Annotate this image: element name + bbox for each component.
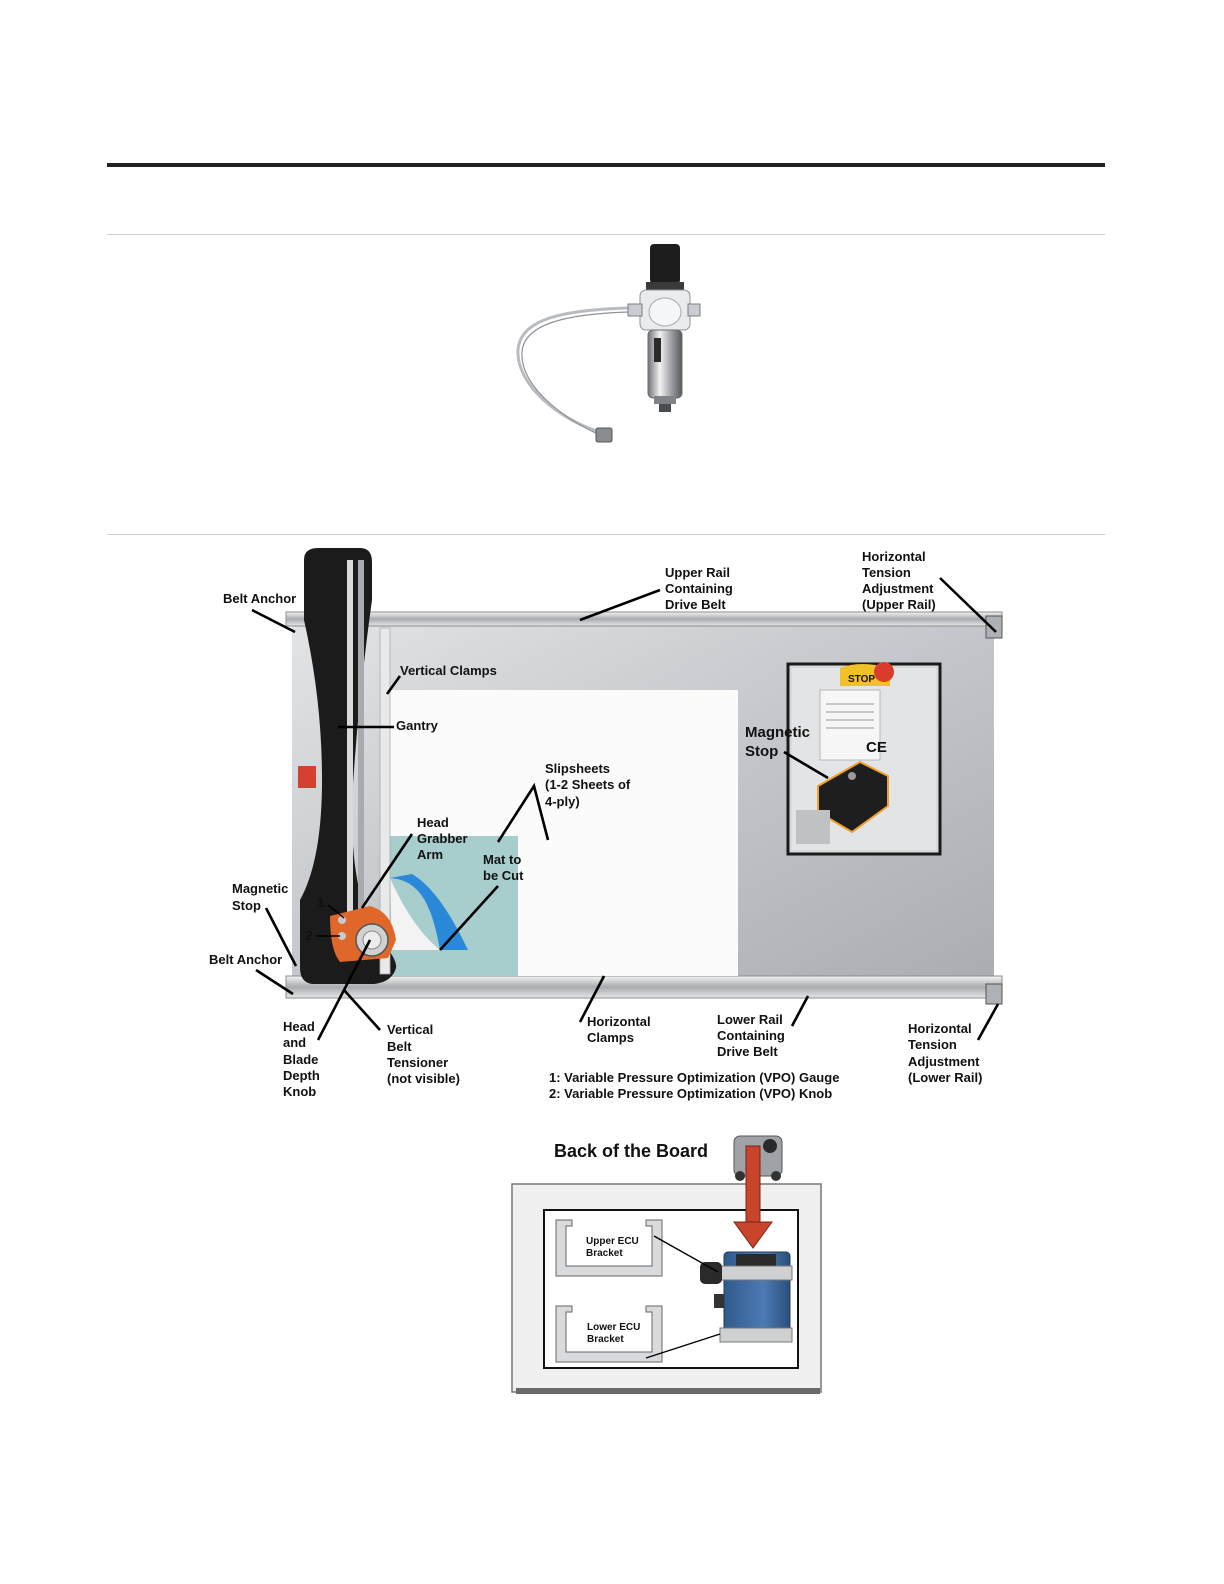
label-head-blade-5: Knob xyxy=(283,1084,316,1099)
label-htension-lower-4: (Lower Rail) xyxy=(908,1070,982,1085)
label-horizontal-clamps-1: Horizontal xyxy=(587,1014,651,1029)
label-belt-anchor-bottom: Belt Anchor xyxy=(209,952,282,967)
install-arrow xyxy=(745,1145,761,1227)
board-callouts: Belt Anchor Upper Rail Containing Drive … xyxy=(209,549,1000,1101)
label-upper-ecu-1: Upper ECU xyxy=(586,1236,639,1247)
label-vertical-belt-2: Belt xyxy=(387,1039,412,1054)
label-upper-rail-3: Drive Belt xyxy=(665,597,726,612)
label-upper-rail-1: Upper Rail xyxy=(665,565,730,580)
label-htension-lower-2: Tension xyxy=(908,1037,957,1052)
label-head-blade-4: Depth xyxy=(283,1068,320,1083)
label-head-blade-2: and xyxy=(283,1035,306,1050)
mat-curl xyxy=(390,874,468,950)
legend-vpo-gauge: 1: Variable Pressure Optimization (VPO) … xyxy=(549,1070,839,1085)
label-slipsheets-3: 4-ply) xyxy=(545,794,580,809)
upper-rail xyxy=(285,611,1003,627)
label-head-grabber-3: Arm xyxy=(417,847,443,862)
upper-ecu-bracket xyxy=(555,1219,663,1277)
cutting-board-figure: STOP CE xyxy=(285,548,1003,1005)
back-of-board-title: Back of the Board xyxy=(554,1141,708,1161)
section-divider-2 xyxy=(107,534,1105,535)
lower-rail xyxy=(285,975,1003,999)
label-lower-rail-1: Lower Rail xyxy=(717,1012,783,1027)
label-magnetic-stop-left-1: Magnetic xyxy=(232,881,288,896)
label-mat-to-cut-1: Mat to xyxy=(483,852,521,867)
label-slipsheets-2: (1-2 Sheets of xyxy=(545,777,631,792)
header-rule xyxy=(107,163,1105,167)
label-head-grabber-2: Grabber xyxy=(417,831,468,846)
label-htension-upper-3: Adjustment xyxy=(862,581,934,596)
label-head-blade-1: Head xyxy=(283,1019,315,1034)
label-vertical-belt-3: Tensioner xyxy=(387,1055,448,1070)
label-lower-rail-2: Containing xyxy=(717,1028,785,1043)
label-htension-upper-1: Horizontal xyxy=(862,549,926,564)
label-htension-lower-3: Adjustment xyxy=(908,1054,980,1069)
section-divider-1 xyxy=(107,234,1105,235)
inset-stop-text: STOP xyxy=(848,674,875,685)
label-vertical-belt-1: Vertical xyxy=(387,1022,433,1037)
magnetic-stop-inset-photo: STOP CE xyxy=(786,662,942,856)
mat-to-be-cut xyxy=(388,836,518,976)
label-htension-upper-2: Tension xyxy=(862,565,911,580)
label-mat-to-cut-2: be Cut xyxy=(483,868,524,883)
label-lower-ecu-2: Bracket xyxy=(587,1334,624,1345)
inset-ce-mark: CE xyxy=(866,739,887,756)
label-vertical-clamps: Vertical Clamps xyxy=(400,663,497,678)
label-lower-ecu-1: Lower ECU xyxy=(587,1322,640,1333)
label-magnetic-stop-inset-1: Magnetic xyxy=(745,724,810,741)
label-vertical-belt-4: (not visible) xyxy=(387,1071,460,1086)
label-lower-rail-3: Drive Belt xyxy=(717,1044,778,1059)
label-htension-lower-1: Horizontal xyxy=(908,1021,972,1036)
label-slipsheets-1: Slipsheets xyxy=(545,761,610,776)
label-belt-anchor-top: Belt Anchor xyxy=(223,591,296,606)
label-upper-rail-2: Containing xyxy=(665,581,733,596)
label-gantry: Gantry xyxy=(396,718,439,733)
marker-vpo-gauge: 1 xyxy=(317,894,325,910)
legend-vpo-knob: 2: Variable Pressure Optimization (VPO) … xyxy=(549,1086,832,1101)
label-horizontal-clamps-2: Clamps xyxy=(587,1030,634,1045)
label-htension-upper-4: (Upper Rail) xyxy=(862,597,936,612)
label-magnetic-stop-left-2: Stop xyxy=(232,898,261,913)
label-head-grabber-1: Head xyxy=(417,815,449,830)
label-upper-ecu-2: Bracket xyxy=(586,1248,623,1259)
marker-vpo-knob: 2 xyxy=(305,927,313,943)
label-magnetic-stop-inset-2: Stop xyxy=(745,743,778,760)
air-filter-regulator-image xyxy=(516,244,701,443)
back-of-board-figure: Back of the Board Upper ECU Bracket Lowe… xyxy=(511,1135,822,1394)
label-head-blade-3: Blade xyxy=(283,1052,318,1067)
